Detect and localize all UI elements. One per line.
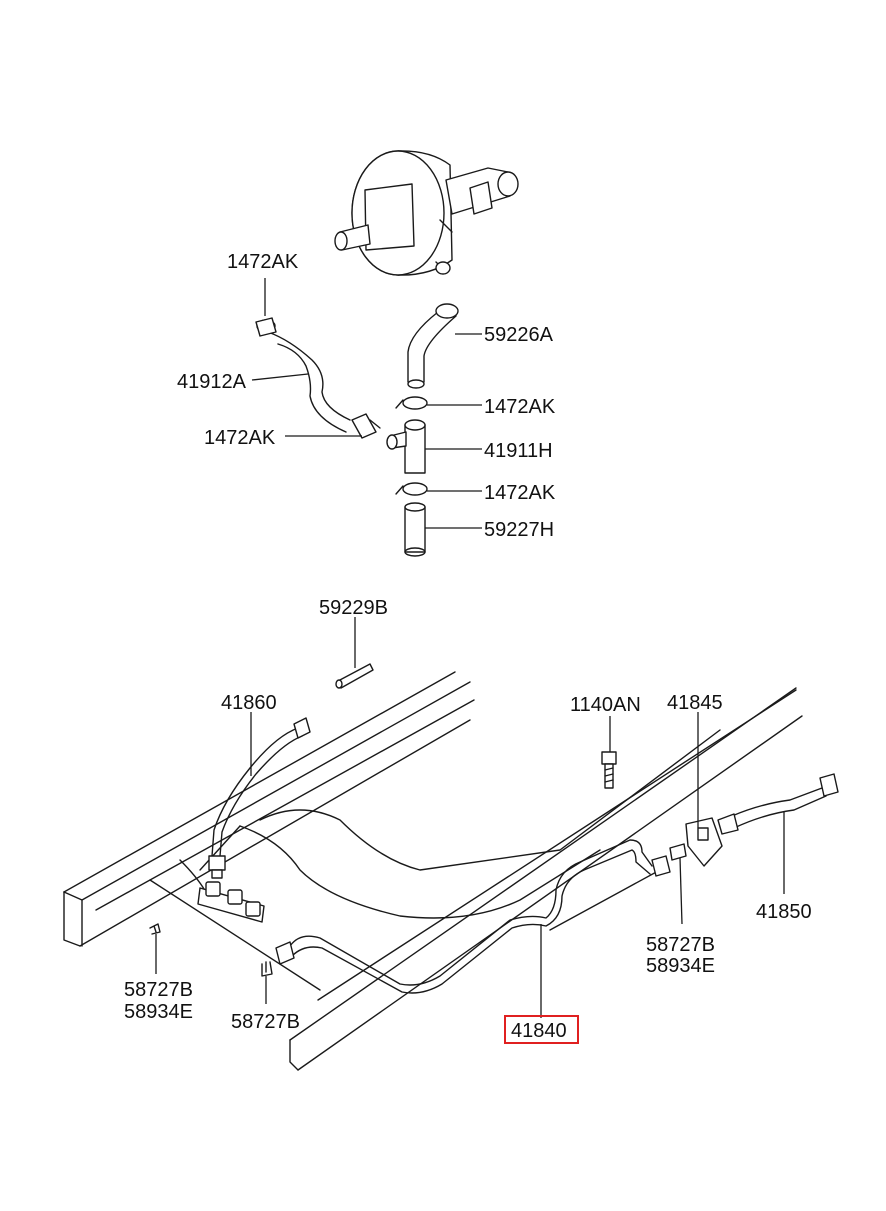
hose-clamp-1472ak-r2: [395, 482, 428, 496]
pin-59229b: [335, 663, 374, 689]
hose-clamp-1472ak-top: [255, 317, 277, 337]
label-1140an[interactable]: 1140AN: [570, 694, 641, 716]
clip-58727b-right: [669, 843, 687, 861]
label-41912a[interactable]: 41912A: [177, 371, 247, 393]
label-1472ak-left[interactable]: 1472AK: [204, 427, 276, 449]
hose-clamp-1472ak-left: [351, 413, 381, 439]
label-59226a[interactable]: 59226A: [484, 324, 554, 346]
label-41911h[interactable]: 41911H: [484, 440, 553, 462]
label-41860[interactable]: 41860: [221, 692, 277, 714]
label-41850[interactable]: 41850: [756, 901, 812, 923]
label-58934e-right[interactable]: 58934E: [646, 955, 715, 977]
bolt-1140an: [601, 751, 617, 789]
leader-lines: [155, 278, 785, 1018]
clip-58727b-mid: [261, 961, 273, 977]
frame-rails: [63, 671, 803, 1071]
label-59227h[interactable]: 59227H: [484, 519, 554, 541]
brake-hose-41850: [717, 773, 839, 835]
brake-tube-41860: [208, 717, 311, 879]
label-1472ak-top[interactable]: 1472AK: [227, 251, 299, 273]
label-41845[interactable]: 41845: [667, 692, 723, 714]
label-58727b-left[interactable]: 58727B: [124, 979, 193, 1001]
hose-59227h: [404, 502, 426, 557]
label-58727b-right[interactable]: 58727B: [646, 934, 715, 956]
clip-58727b-left: [149, 923, 161, 935]
label-1472ak-r1[interactable]: 1472AK: [484, 396, 556, 418]
brake-booster: [334, 150, 519, 276]
highlight-box-41840: [504, 1015, 579, 1044]
label-59229b[interactable]: 59229B: [319, 597, 388, 619]
bracket-41845: [685, 817, 723, 867]
part-labels: 1472AK 41912A 1472AK 59226A 1472AK 41911…: [124, 251, 812, 1044]
brake-tube-41840: [275, 839, 671, 994]
vacuum-hose-41912a: [256, 319, 351, 433]
hose-59226a: [407, 303, 459, 389]
junction-block: [197, 881, 265, 923]
tee-connector-41911h: [386, 419, 426, 474]
label-1472ak-r2[interactable]: 1472AK: [484, 482, 556, 504]
hose-clamp-1472ak-r1: [395, 396, 428, 410]
label-58934e-left[interactable]: 58934E: [124, 1001, 193, 1023]
label-58727b-mid[interactable]: 58727B: [231, 1011, 300, 1033]
label-41840[interactable]: 41840: [511, 1020, 567, 1042]
